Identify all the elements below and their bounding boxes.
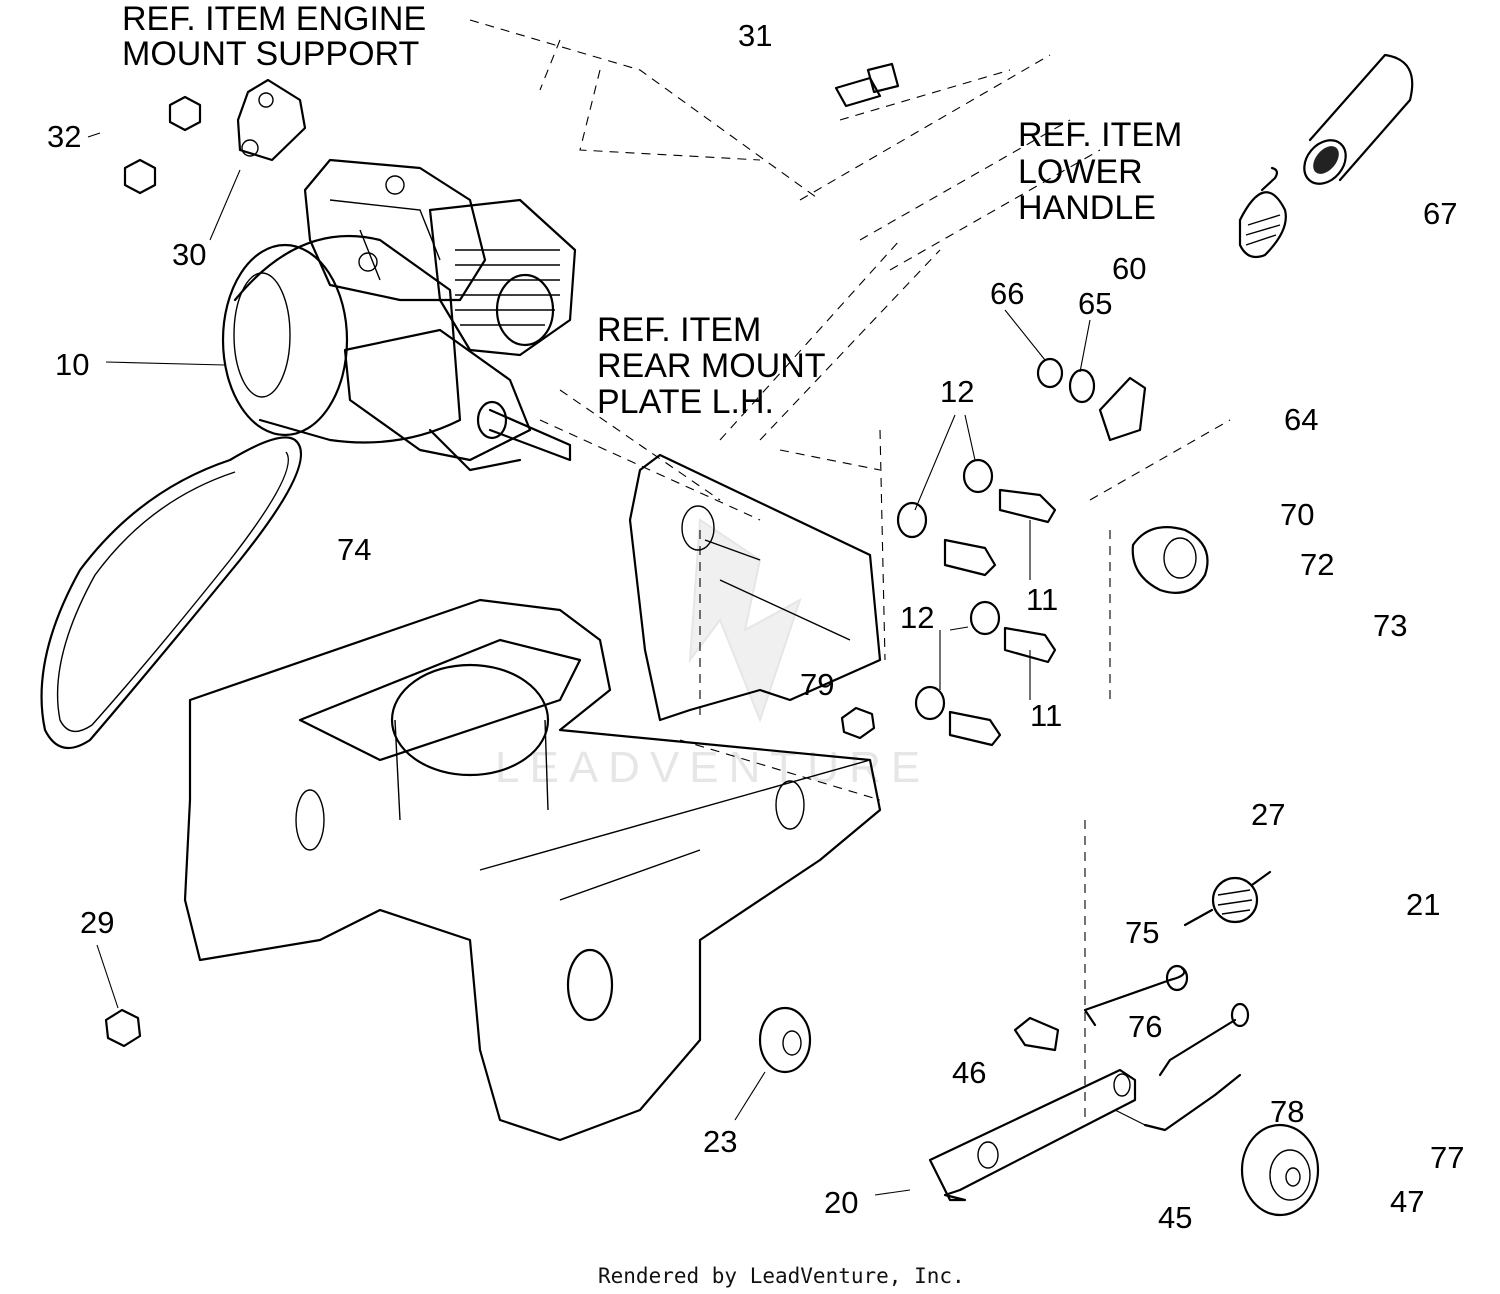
callout-75: 75 — [1125, 915, 1159, 950]
part-11-12-hardware — [896, 458, 1057, 747]
watermark-text: LEADVENTURE — [495, 743, 930, 792]
callout-65: 65 — [1078, 286, 1112, 321]
rear-mount-plate — [628, 453, 882, 722]
ref-label-engine-mount-support: REF. ITEM ENGINE MOUNT SUPPORT — [122, 0, 426, 73]
part-30-bracket — [236, 78, 307, 162]
svg-text:REF. ITEM: REF. ITEM — [597, 311, 761, 349]
part-32-nuts — [123, 95, 202, 195]
svg-text:HANDLE: HANDLE — [1018, 189, 1156, 227]
callout-60: 60 — [1112, 251, 1146, 286]
callout-32: 32 — [47, 119, 81, 154]
callout-27: 27 — [1251, 797, 1285, 832]
callout-76: 76 — [1128, 1009, 1162, 1044]
part-70-72-73 — [1131, 526, 1209, 594]
callout-11b: 11 — [1030, 698, 1062, 733]
callout-20: 20 — [824, 1185, 858, 1220]
callout-12a: 12 — [940, 374, 974, 409]
part-callouts: 31 32 30 67 60 66 65 10 12 64 70 74 72 1… — [47, 18, 1464, 1235]
part-65-66-washers — [1036, 357, 1147, 442]
callout-12b: 12 — [900, 600, 934, 635]
svg-text:REAR MOUNT: REAR MOUNT — [597, 347, 826, 385]
part-79-nut — [840, 706, 876, 740]
callout-30: 30 — [172, 237, 206, 272]
part-78-pulley — [1240, 1123, 1320, 1217]
callout-72: 72 — [1300, 547, 1334, 582]
callout-23: 23 — [703, 1124, 737, 1159]
callout-11a: 11 — [1026, 582, 1058, 617]
part-67-tube — [1303, 53, 1414, 185]
callout-79: 79 — [800, 667, 834, 702]
callout-47: 47 — [1390, 1184, 1424, 1219]
footer-credit: Rendered by LeadVenture, Inc. — [598, 1264, 965, 1288]
frame-housing — [183, 598, 882, 1142]
callout-21: 21 — [1406, 887, 1440, 922]
part-23-pulley — [758, 1006, 812, 1074]
part-20-lever — [928, 1068, 1242, 1202]
part-29-nut — [104, 1008, 142, 1048]
callout-74: 74 — [337, 532, 371, 567]
callout-70: 70 — [1280, 497, 1314, 532]
callout-45: 45 — [1158, 1200, 1192, 1235]
callout-31: 31 — [738, 18, 772, 53]
svg-text:PLATE L.H.: PLATE L.H. — [597, 383, 774, 421]
callout-73: 73 — [1373, 608, 1407, 643]
callout-46: 46 — [952, 1055, 986, 1090]
svg-text:REF. ITEM: REF. ITEM — [1018, 116, 1182, 154]
svg-text:LOWER: LOWER — [1018, 153, 1143, 191]
reference-lines — [469, 19, 1231, 1120]
callout-77: 77 — [1430, 1140, 1464, 1175]
watermark-logo: LEADVENTURE — [495, 518, 930, 792]
part-46-bolt — [1013, 1016, 1060, 1052]
callout-10: 10 — [55, 347, 89, 382]
ref-label-lower-handle: REF. ITEM LOWER HANDLE — [1018, 116, 1182, 227]
part-31-bolt — [834, 62, 900, 108]
part-60-spring — [1238, 166, 1287, 259]
leader-lines — [87, 132, 1146, 1196]
part-27-spring — [1183, 870, 1272, 927]
svg-text:MOUNT SUPPORT: MOUNT SUPPORT — [122, 35, 419, 73]
part-74-belt — [40, 436, 303, 750]
part-75-76-rods — [1083, 964, 1250, 1077]
svg-text:REF. ITEM ENGINE: REF. ITEM ENGINE — [122, 0, 426, 38]
ref-label-rear-mount-plate: REF. ITEM REAR MOUNT PLATE L.H. — [597, 311, 826, 421]
callout-78: 78 — [1270, 1094, 1304, 1129]
callout-67: 67 — [1423, 196, 1457, 231]
engine-assembly — [221, 158, 577, 472]
callout-29: 29 — [80, 905, 114, 940]
callout-64: 64 — [1284, 402, 1318, 437]
callout-66: 66 — [990, 276, 1024, 311]
